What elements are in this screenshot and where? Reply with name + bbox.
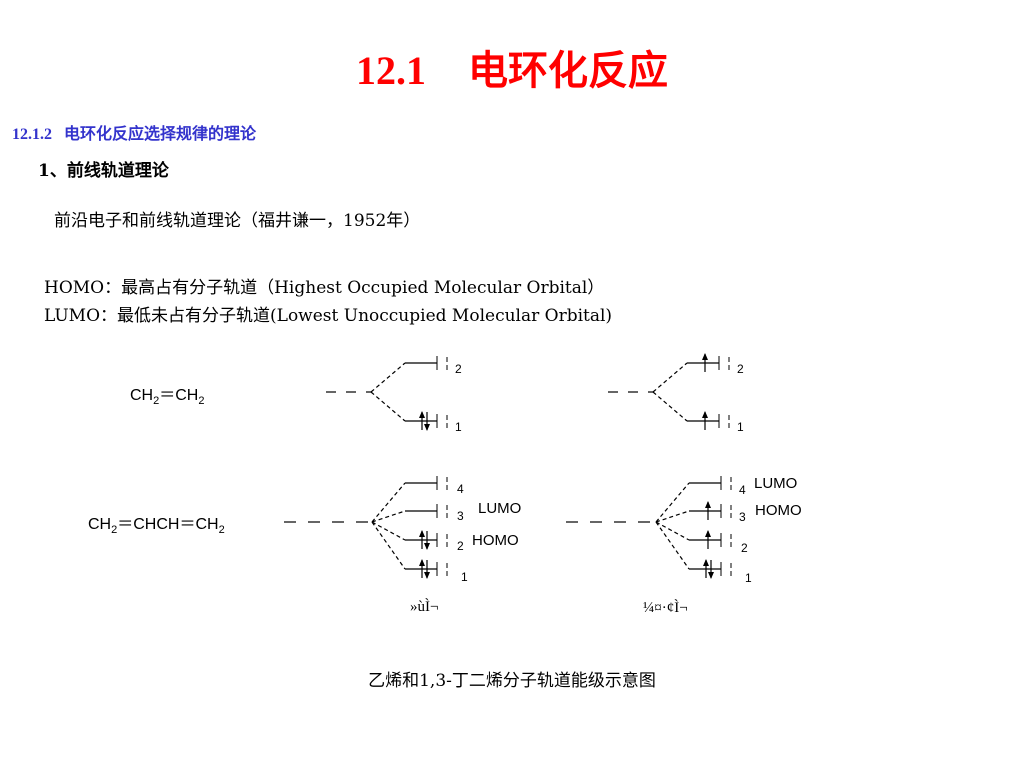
butadiene-excited-state: 4 3 2 1 LUMO HOMO <box>566 475 802 585</box>
connector-line <box>371 521 406 570</box>
level-number: 3 <box>457 509 464 523</box>
ethylene-label: CH2＝CH2 <box>130 387 204 407</box>
excited-state-label: ¼¤·¢Ì¬ <box>643 599 688 616</box>
butadiene-sub-1: 2 <box>111 524 117 536</box>
orbital-level <box>686 413 730 429</box>
level-number: 2 <box>737 362 744 376</box>
ethylene-sub-1: 2 <box>153 395 159 407</box>
orbital-level <box>688 475 732 491</box>
orbital-level <box>404 355 448 371</box>
connector-line <box>655 482 690 523</box>
ethylene-ch: CH <box>130 387 153 404</box>
title-text: 电环化反应 <box>468 47 668 94</box>
butadiene-ground-state: 4 3 2 1 LUMO HOMO <box>284 475 521 584</box>
page-title: 12.1 电环化反应 <box>0 38 1024 96</box>
lumo-label: LUMO <box>478 500 521 517</box>
connector-line <box>370 362 406 393</box>
ethylene-excited-state: 2 1 <box>608 352 744 434</box>
butadiene-label: CH2＝CHCH＝CH2 <box>88 516 225 536</box>
connector-line <box>655 510 690 523</box>
intro-text: 前沿电子和前线轨道理论（福井谦一，1952年） <box>54 211 421 231</box>
subheading: 1、前线轨道理论 <box>38 161 169 181</box>
orbital-level <box>404 475 448 491</box>
level-number: 1 <box>737 420 744 434</box>
level-number: 1 <box>745 571 752 585</box>
level-number: 2 <box>741 541 748 555</box>
homo-label: HOMO <box>755 502 802 519</box>
orbital-level <box>686 355 730 371</box>
lumo-definition: LUMO：最低未占有分子轨道(Lowest Unoccupied Molecul… <box>44 306 613 326</box>
connector-line <box>371 510 406 523</box>
level-number: 3 <box>739 510 746 524</box>
section-heading: 12.1.2 电环化反应选择规律的理论 <box>12 120 256 144</box>
level-number: 4 <box>457 482 464 496</box>
lumo-label: LUMO <box>754 475 797 492</box>
level-number: 1 <box>461 570 468 584</box>
section-number: 12.1.2 <box>12 126 52 143</box>
level-number: 4 <box>739 483 746 497</box>
homo-label: HOMO <box>472 532 519 549</box>
level-number: 1 <box>455 420 462 434</box>
figure-caption: 乙烯和1,3-丁二烯分子轨道能级示意图 <box>368 671 656 691</box>
ground-state-label: »ùÌ¬ <box>410 598 438 615</box>
orbital-level <box>404 503 448 519</box>
butadiene-mid: ＝CHCH＝CH <box>117 516 218 533</box>
connector-line <box>655 521 690 541</box>
butadiene-ch: CH <box>88 516 111 533</box>
connector-line <box>371 521 406 541</box>
connector-line <box>371 482 406 523</box>
section-text: 电环化反应选择规律的理论 <box>64 124 257 143</box>
level-number: 2 <box>455 362 462 376</box>
connector-line <box>655 521 690 570</box>
connector-line <box>652 391 688 422</box>
connector-line <box>652 362 688 393</box>
homo-definition: HOMO：最高占有分子轨道（Highest Occupied Molecular… <box>44 278 605 298</box>
level-number: 2 <box>457 539 464 553</box>
svg-text:CH2＝CH2: CH2＝CH2 <box>130 387 204 407</box>
title-number: 12.1 <box>356 48 426 93</box>
ethylene-ground-state: 2 1 <box>326 355 462 434</box>
svg-text:CH2＝CHCH＝CH2: CH2＝CHCH＝CH2 <box>88 516 225 536</box>
ethylene-mid: ＝CH <box>159 387 198 404</box>
ethylene-sub-2: 2 <box>198 395 204 407</box>
connector-line <box>370 391 406 422</box>
butadiene-sub-2: 2 <box>219 524 225 536</box>
